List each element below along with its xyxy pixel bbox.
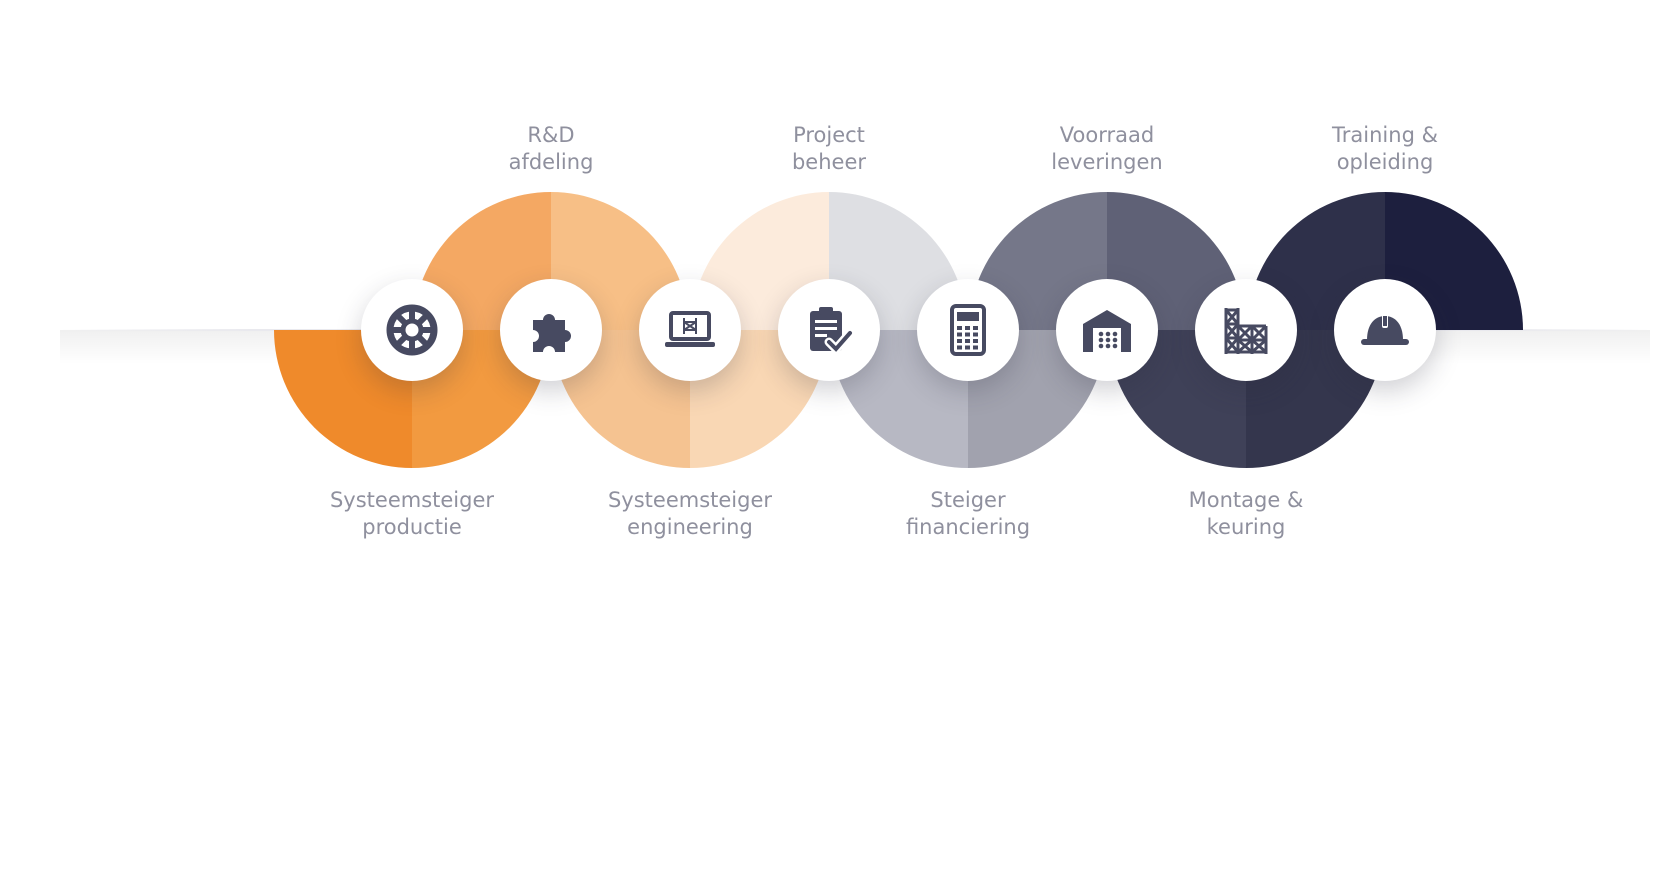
step-label-line: beheer [791, 150, 867, 174]
step-label-line: Steiger [930, 488, 1006, 512]
step-label-line: financiering [905, 515, 1031, 539]
step-label-line: Systeemsteiger [329, 488, 495, 512]
step-label-training: Training & opleiding [1265, 122, 1505, 176]
step-label-productie: Systeemsteiger productie [292, 487, 532, 541]
step-label-rd: R&D afdeling [431, 122, 671, 176]
gear-wheel-icon [386, 304, 438, 356]
step-label-line: opleiding [1336, 150, 1434, 174]
step-label-line: afdeling [508, 150, 594, 174]
step-label-line: R&D [527, 123, 575, 147]
step-label-line: Montage & [1188, 488, 1304, 512]
step-label-line: leveringen [1051, 150, 1163, 174]
laptop-icon [665, 311, 715, 347]
calculator-icon [950, 304, 986, 356]
step-icon-circle-montage [1195, 279, 1297, 381]
step-label-voorraad: Voorraad leveringen [987, 122, 1227, 176]
step-icon-circle-training [1334, 279, 1436, 381]
scaffold-icon [1224, 308, 1268, 354]
step-icon-circle-financiering [917, 279, 1019, 381]
step-label-line: Project [793, 123, 865, 147]
step-icon-circle-rd [500, 279, 602, 381]
step-label-montage: Montage & keuring [1126, 487, 1366, 541]
step-label-project: Project beheer [709, 122, 949, 176]
step-icon-circle-voorraad [1056, 279, 1158, 381]
step-label-line: keuring [1206, 515, 1286, 539]
step-label-line: Systeemsteiger [607, 488, 773, 512]
step-label-line: Voorraad [1059, 123, 1155, 147]
warehouse-icon [1083, 310, 1131, 352]
puzzle-icon [533, 314, 571, 352]
clipboard-check-icon [810, 307, 855, 356]
step-label-financiering: Steiger financiering [848, 487, 1088, 541]
step-icon-circle-productie [361, 279, 463, 381]
step-label-engineering: Systeemsteiger engineering [570, 487, 810, 541]
step-label-line: engineering [627, 515, 753, 539]
step-icon-circle-engineering [639, 279, 741, 381]
step-label-line: productie [362, 515, 462, 539]
step-label-line: Training & [1332, 123, 1438, 147]
hard-hat-icon [1361, 314, 1409, 345]
step-icon-circle-project [778, 279, 880, 381]
